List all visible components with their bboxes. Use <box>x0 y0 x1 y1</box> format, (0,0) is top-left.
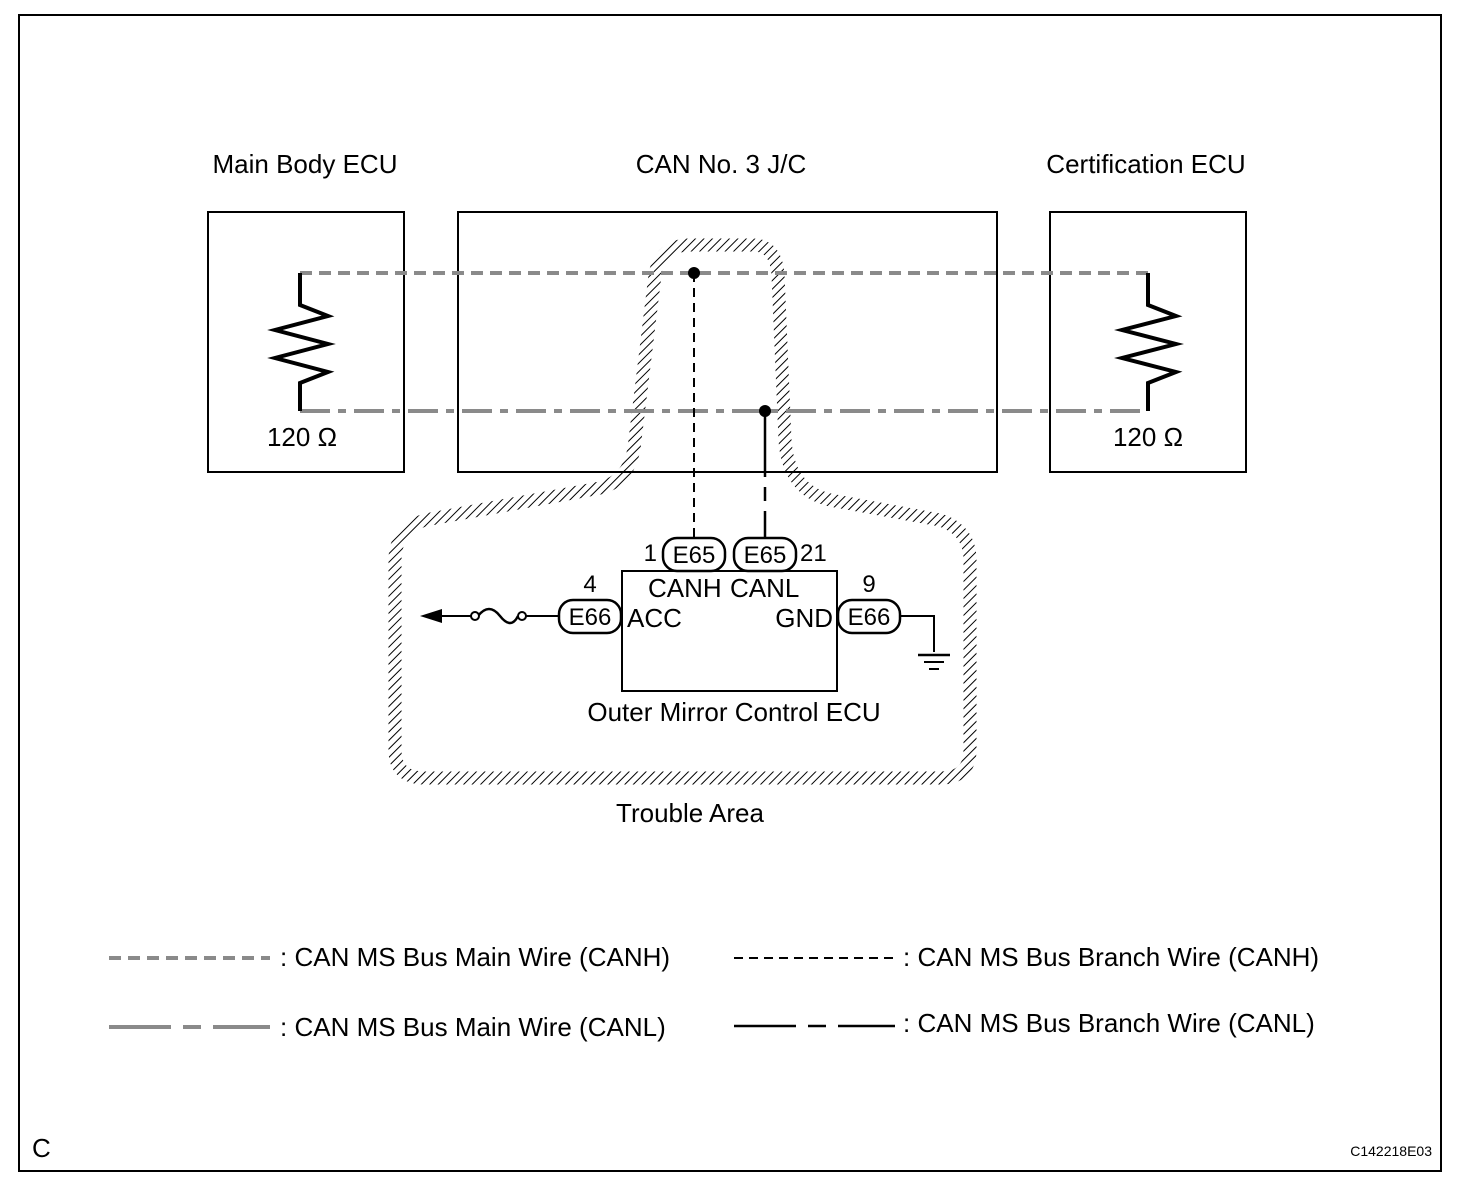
gnd-wire <box>900 615 935 652</box>
connector-e66-gnd-pin: 9 <box>862 571 875 598</box>
trouble-area-label: Trouble Area <box>616 798 764 828</box>
canl-terminal-label: CANL <box>730 573 799 603</box>
trouble-area-outline <box>388 238 977 785</box>
legend-main-canl-text: : CAN MS Bus Main Wire (CANL) <box>280 1012 666 1042</box>
connector-e66-acc-pin: 4 <box>583 571 596 598</box>
connector-e65-canl <box>732 536 798 573</box>
outer-mirror-ecu-label: Outer Mirror Control ECU <box>587 697 880 727</box>
fuse-terminal-right <box>517 611 527 621</box>
fuse-icon <box>477 607 520 625</box>
main-body-resistor-value: 120 Ω <box>267 422 337 452</box>
main-body-ecu-label: Main Body ECU <box>213 149 398 179</box>
main-body-resistor <box>267 273 336 411</box>
corner-letter: C <box>32 1133 51 1163</box>
connector-e65-canh-pin: 1 <box>644 540 657 567</box>
certification-resistor-value: 120 Ω <box>1113 422 1183 452</box>
certification-ecu-label: Certification ECU <box>1046 149 1245 179</box>
certification-resistor <box>1114 273 1184 411</box>
acc-terminal-label: ACC <box>627 603 682 633</box>
connector-e65-canh-name: E65 <box>673 542 716 569</box>
certification-ecu-box <box>1049 211 1247 473</box>
gnd-terminal-label: GND <box>775 603 833 633</box>
can-jc-label: CAN No. 3 J/C <box>636 149 807 179</box>
arrow-left-icon <box>420 609 442 623</box>
canh-terminal-label: CANH <box>648 573 722 603</box>
legend-branch-canh-text: : CAN MS Bus Branch Wire (CANH) <box>903 942 1319 972</box>
legend-branch-canl-text: : CAN MS Bus Branch Wire (CANL) <box>903 1008 1315 1038</box>
outer-mirror-ecu-box <box>621 570 838 692</box>
figure-code: C142218E03 <box>1350 1143 1432 1159</box>
figure-frame <box>18 14 1442 1172</box>
can-jc-box <box>457 211 998 473</box>
legend-main-canh-text: : CAN MS Bus Main Wire (CANH) <box>280 942 670 972</box>
connector-e65-canl-name: E65 <box>744 542 787 569</box>
connector-e66-acc-name: E66 <box>569 604 612 631</box>
connector-e65-canh <box>661 536 727 573</box>
main-body-ecu-box <box>207 211 405 473</box>
fuse-terminal-left <box>470 611 480 621</box>
connector-e66-gnd-name: E66 <box>848 604 891 631</box>
connector-e65-canl-pin: 21 <box>800 540 827 567</box>
